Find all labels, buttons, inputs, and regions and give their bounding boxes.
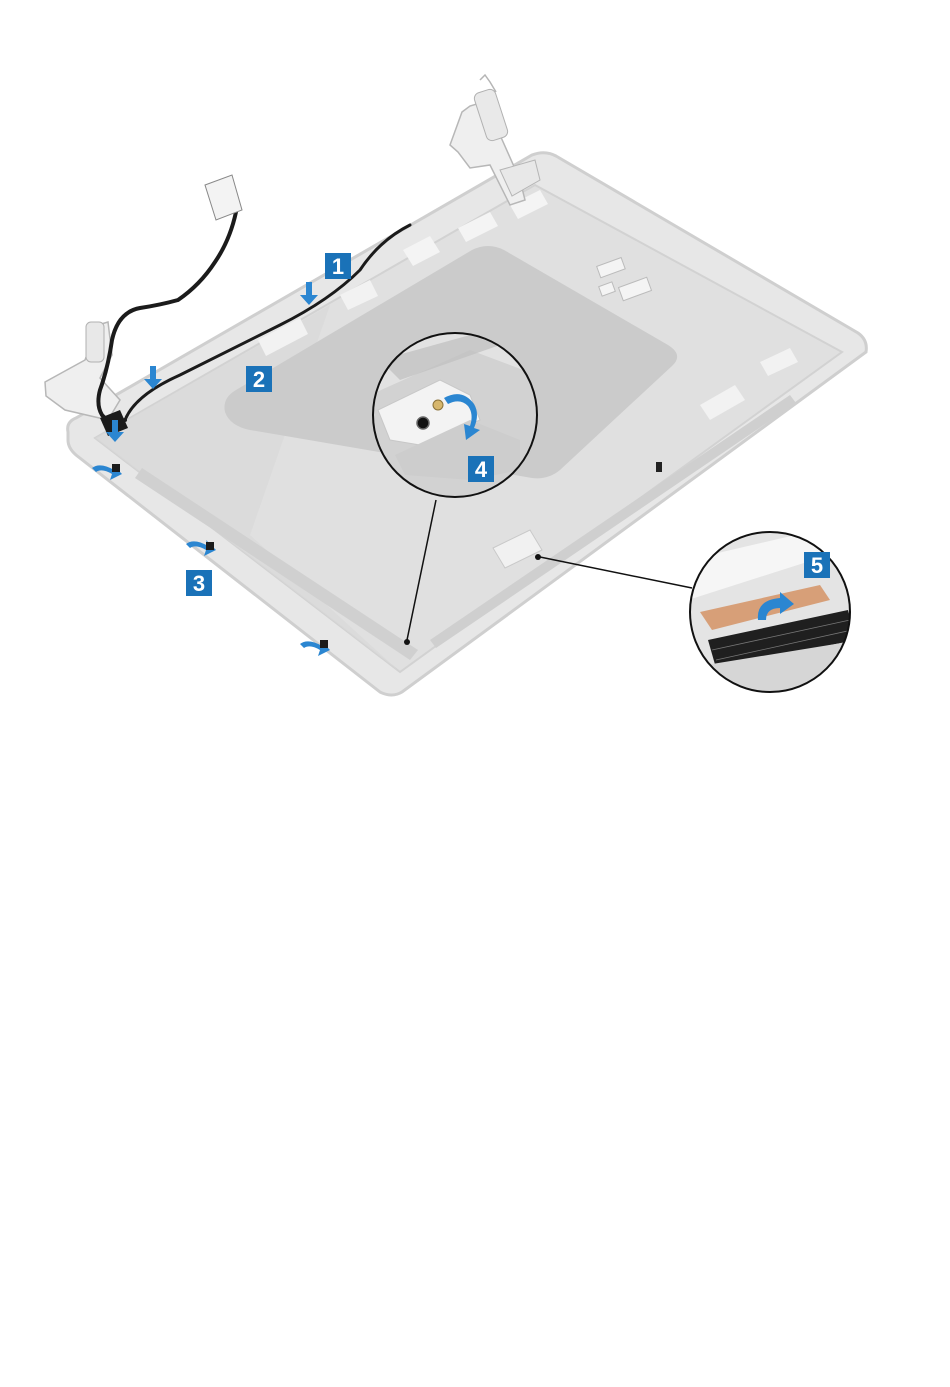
callout-4-label: 4	[475, 457, 488, 482]
callout-2-label: 2	[253, 367, 265, 392]
zoom-5-circle	[688, 520, 860, 700]
left-hinge-bracket	[45, 322, 120, 420]
cover-small-black-tab	[656, 462, 662, 472]
callout-5-label: 5	[811, 553, 823, 578]
zoom-5-leader-dot	[535, 554, 541, 560]
callout-3: 3	[186, 570, 212, 596]
left-hinge-barrel	[86, 322, 104, 362]
callout-5: 5	[804, 552, 830, 578]
callout-1: 1	[325, 253, 351, 279]
cable-clip	[112, 464, 120, 472]
callout-4: 4	[468, 456, 494, 482]
left-hinge	[45, 322, 120, 420]
callout-1-label: 1	[332, 254, 344, 279]
cable-clip	[206, 542, 214, 550]
cable-clip	[320, 640, 328, 648]
callout-3-label: 3	[193, 571, 205, 596]
screw-icon	[417, 417, 429, 429]
zoom-4-leader-dot	[404, 639, 410, 645]
callout-2: 2	[246, 366, 272, 392]
